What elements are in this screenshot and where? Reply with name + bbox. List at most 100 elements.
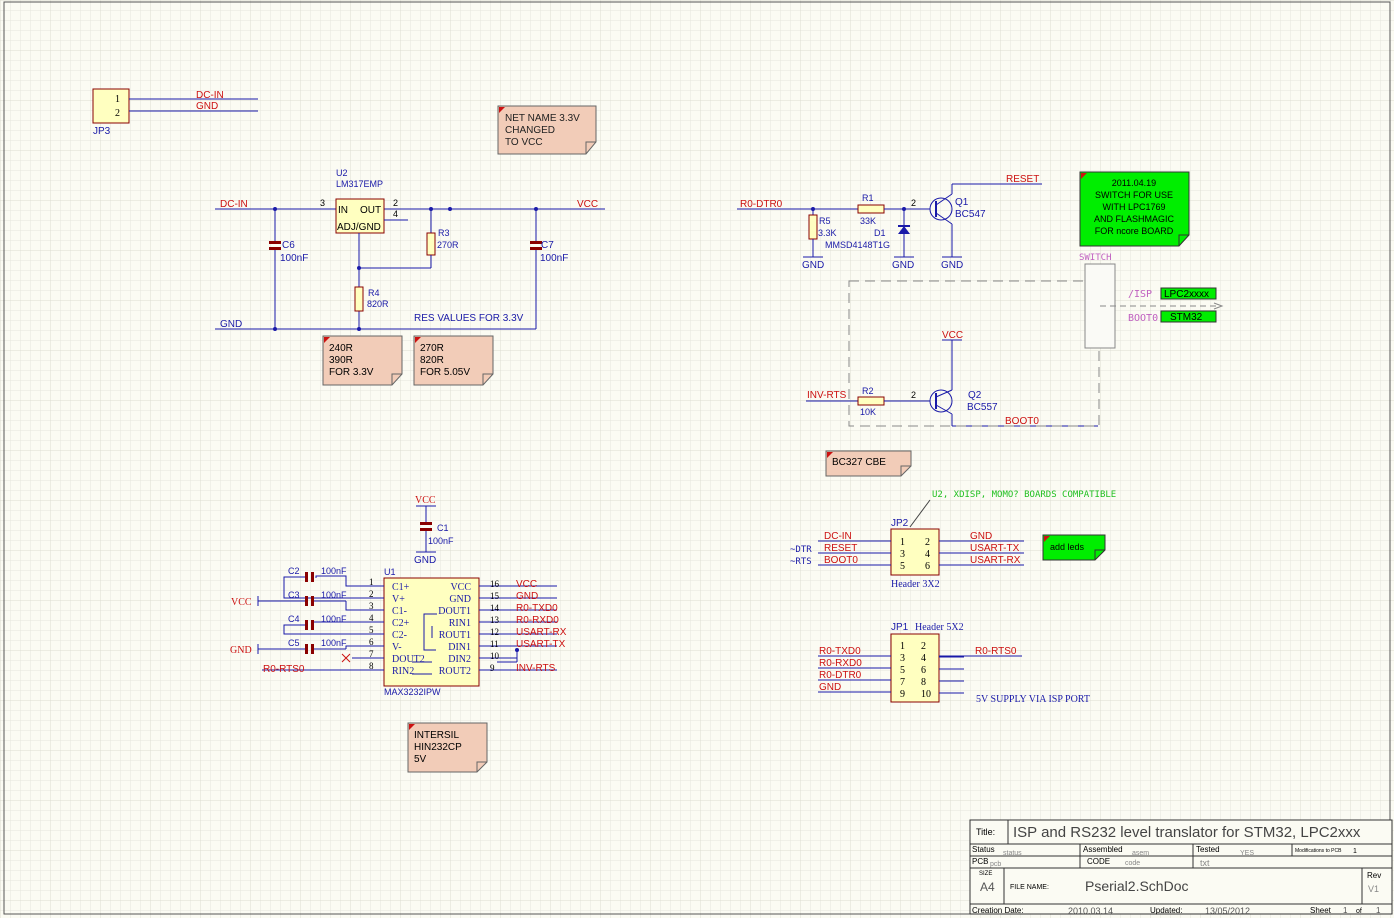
- inv-rts-net: INV-RTS: [807, 390, 847, 401]
- note-green-line5: FOR ncore BOARD: [1095, 226, 1174, 236]
- jp2-right-net: USART-TX: [970, 543, 1020, 554]
- c3-capacitor[interactable]: C3 100nF: [288, 590, 366, 611]
- size-label: SIZE: [979, 871, 992, 877]
- updated-label: Updated:: [1150, 906, 1182, 915]
- u1-left-pin-name: DOUT2: [392, 654, 425, 665]
- tested-value: YES: [1240, 850, 1254, 857]
- note-res-33[interactable]: 240R 390R FOR 3.3V: [322, 335, 403, 386]
- c1-ref: C1: [437, 523, 449, 533]
- u1-left-pin-num: 3: [369, 601, 374, 611]
- note-green-line4: AND FLASHMAGIC: [1094, 214, 1175, 224]
- r3-resistor[interactable]: R3 270R: [426, 209, 459, 268]
- c3-value: 100nF: [321, 590, 347, 600]
- note-intersil-line2: HIN232CP: [414, 742, 462, 753]
- note-33-line3: FOR 3.3V: [329, 367, 374, 378]
- c4-capacitor[interactable]: C4 100nF: [283, 614, 366, 635]
- note-vcc-line2: CHANGED: [505, 125, 555, 136]
- jp2-right-net: GND: [970, 531, 992, 542]
- updated-value: 13/05/2012: [1205, 906, 1250, 916]
- jp2-header[interactable]: U2, XDISP, MOMO? BOARDS COMPATIBLE JP2 1…: [890, 490, 1116, 590]
- c4-value: 100nF: [321, 614, 347, 624]
- r2-value: 10K: [860, 407, 876, 417]
- u1-right-pin-num: 12: [490, 627, 499, 637]
- jp3-ref: JP3: [93, 126, 111, 137]
- note-505-line3: FOR 5.05V: [420, 367, 470, 378]
- q2-part: BC557: [967, 402, 998, 413]
- sheet-value: 1: [1343, 906, 1348, 915]
- title-label: Title:: [976, 827, 995, 837]
- r5-resistor[interactable]: R5 3.3K: [808, 209, 837, 257]
- note-green-line1: 2011.04.19: [1112, 178, 1156, 188]
- jp1-pin-right: 8: [921, 677, 926, 688]
- note-505-line2: 820R: [420, 355, 444, 366]
- u1-left-pin-num: 7: [369, 649, 374, 659]
- status-value: status: [1003, 850, 1022, 857]
- jp2-right-net: USART-RX: [970, 555, 1021, 566]
- u1-right-net: R0-RXD0: [516, 615, 559, 626]
- jp1-left-net: R0-DTR0: [819, 670, 862, 681]
- c7-capacitor[interactable]: C7 100nF: [530, 209, 568, 329]
- u1-left-pin-name: V+: [392, 594, 405, 605]
- r4-value: 820R: [367, 299, 389, 309]
- tested-label: Tested: [1196, 845, 1220, 854]
- q1-transistor[interactable]: Q1 BC547: [929, 193, 986, 225]
- note-intersil[interactable]: INTERSIL HIN232CP 5V: [407, 722, 488, 773]
- jp2-compat-note: U2, XDISP, MOMO? BOARDS COMPATIBLE: [932, 490, 1116, 500]
- u1-right-pin-num: 9: [490, 663, 495, 673]
- reset-boot-circuit: R0-DTR0 R5 3.3K GND R1 33K 2 D1 MMSD4148: [737, 174, 1098, 427]
- jp2-left-net: RESET: [824, 543, 857, 554]
- note-intersil-line1: INTERSIL: [414, 730, 459, 741]
- note-switch-lpc1769[interactable]: 2011.04.19 SWITCH FOR USE WITH LPC1769 A…: [1079, 171, 1190, 247]
- u1-part: MAX3232IPW: [384, 687, 441, 697]
- u2-ref: U2: [336, 168, 348, 178]
- r5-value: 3.3K: [818, 228, 837, 238]
- c5-capacitor[interactable]: C5 100nF: [288, 638, 366, 654]
- rev-label: Rev: [1367, 871, 1381, 880]
- d1-diode[interactable]: D1 MMSD4148T1G: [825, 209, 910, 257]
- isp-switch[interactable]: SWITCH /ISP BOOT0 LPC2xxxx STM32: [1079, 253, 1224, 349]
- switch-stm-option: STM32: [1170, 312, 1203, 323]
- note-vcc-line3: TO VCC: [505, 137, 543, 148]
- note-net-name-vcc[interactable]: NET NAME 3.3V CHANGED TO VCC: [497, 105, 597, 155]
- q1-gnd: GND: [941, 260, 963, 271]
- res-values-note: RES VALUES FOR 3.3V: [414, 313, 524, 324]
- c2-value: 100nF: [321, 566, 347, 576]
- jp3-connector[interactable]: 1 2 JP3: [92, 88, 130, 137]
- title-value: ISP and RS232 level translator for STM32…: [1013, 824, 1361, 841]
- u2-pin2: 2: [393, 198, 398, 208]
- code-label: CODE: [1087, 857, 1110, 866]
- c1-capacitor[interactable]: C1 100nF: [420, 522, 454, 546]
- d1-part: MMSD4148T1G: [825, 240, 890, 250]
- c1-gnd: GND: [414, 555, 436, 566]
- r4-resistor[interactable]: R4 820R: [354, 286, 389, 312]
- u2-lm317[interactable]: IN OUT ADJ/GND U2 LM317EMP: [335, 168, 385, 234]
- jp1-name: Header 5X2: [915, 622, 964, 633]
- note-bc327[interactable]: BC327 CBE: [825, 450, 912, 477]
- switch-isp-label: /ISP: [1128, 289, 1152, 300]
- jp3-pin1-label: 1: [115, 94, 120, 105]
- reg-vcc-net: VCC: [577, 199, 598, 210]
- jp3-net-dcin: DC-IN: [196, 90, 224, 101]
- q2-transistor[interactable]: Q2 BC557: [929, 389, 998, 415]
- sheets-value: 1: [1376, 906, 1381, 915]
- c6-capacitor[interactable]: C6 100nF: [269, 209, 308, 329]
- mods-label: Modifications to PCB: [1295, 848, 1342, 854]
- jp2-left-net: BOOT0: [824, 555, 858, 566]
- assembled-label: Assembled: [1083, 845, 1123, 854]
- c2-capacitor[interactable]: C2 100nF: [283, 566, 366, 599]
- u1-left-pin-num: 1: [369, 577, 374, 587]
- of-label: of: [1356, 908, 1362, 915]
- pcb-label: PCB: [972, 857, 988, 866]
- r3-value: 270R: [437, 240, 459, 250]
- u1-right-pin-num: 13: [490, 615, 500, 625]
- u1-right-net: VCC: [516, 579, 537, 590]
- u1-left-pin-name: V-: [392, 642, 402, 653]
- note-res-505[interactable]: 270R 820R FOR 5.05V: [413, 335, 494, 386]
- switch-label: SWITCH: [1079, 253, 1112, 263]
- created-label: Creation Date:: [972, 906, 1024, 915]
- c6-ref: C6: [282, 240, 295, 251]
- note-add-leds[interactable]: add leds: [1042, 534, 1106, 561]
- u1-right-net: USART-TX: [516, 639, 566, 650]
